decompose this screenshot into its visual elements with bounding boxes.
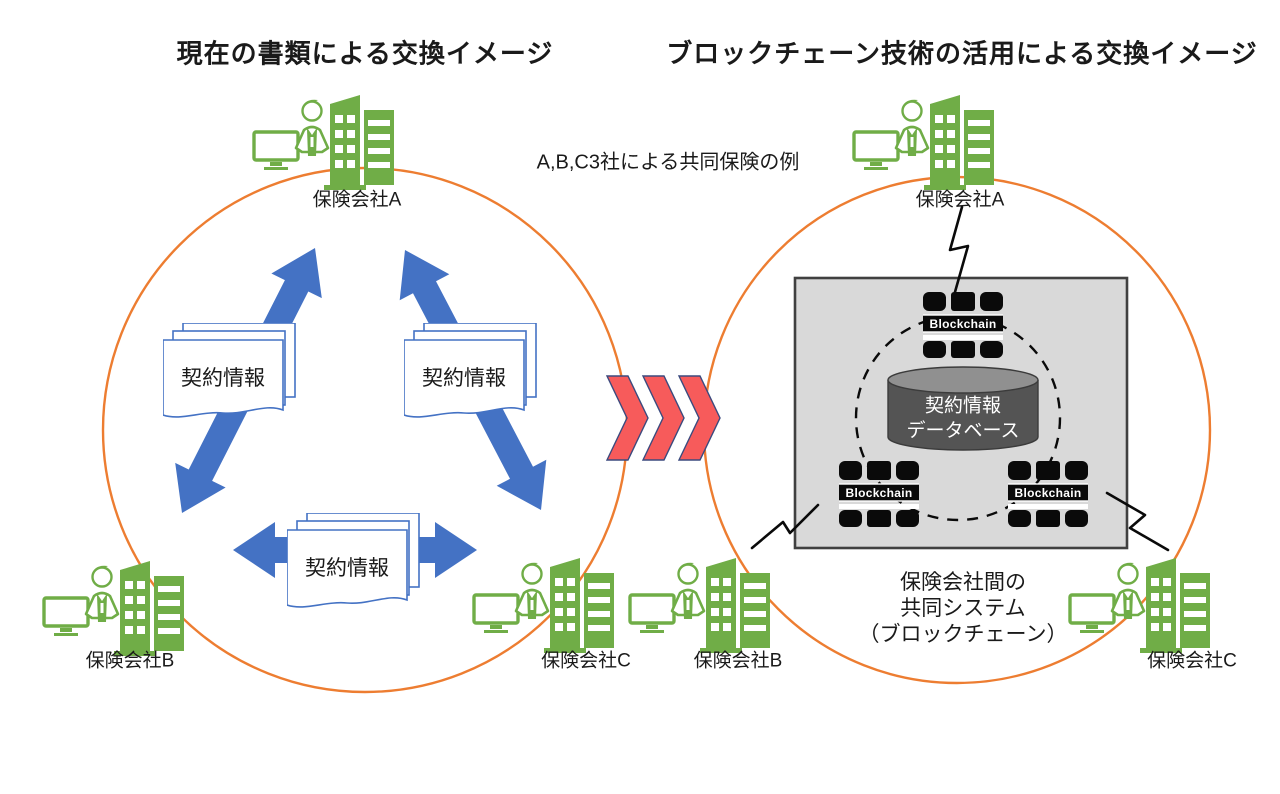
connector-c-to-system: [1105, 491, 1170, 552]
zigzag-connectors: [750, 205, 1170, 552]
right-company-b-label: 保険会社B: [693, 650, 783, 672]
right-diagram-title: ブロックチェーン技術の活用による交換イメージ: [666, 38, 1258, 69]
contract-info-doc-label-bottom: 契約情報: [305, 557, 389, 580]
left-company-b-label: 保険会社B: [85, 650, 175, 672]
contract-info-doc-label-left: 契約情報: [181, 367, 265, 390]
shared-system-caption-line1: 保険会社間の: [899, 571, 1026, 594]
blockchain-chip-top-label: Blockchain: [929, 317, 997, 331]
company-icon-left-b: [44, 561, 184, 656]
blockchain-chip-bottom-left-label: Blockchain: [845, 486, 913, 500]
joint-insurance-annotation: A,B,C3社による共同保険の例: [536, 151, 800, 174]
chevron-2: [641, 375, 685, 461]
left-company-c-label: 保険会社C: [541, 650, 631, 672]
transition-chevrons: [605, 375, 721, 461]
chevron-1: [605, 375, 649, 461]
contract-info-doc-label-right: 契約情報: [422, 367, 506, 390]
connector-b-to-system: [750, 503, 820, 550]
blockchain-network-dashed-circle: [854, 314, 1062, 522]
company-icon-left-c: [474, 558, 614, 653]
database-cylinder-icon: [887, 366, 1039, 451]
company-icon-right-c: [1070, 558, 1210, 653]
right-company-c-label: 保険会社C: [1147, 650, 1237, 672]
database-label-line1: 契約情報: [924, 395, 1002, 417]
company-icon-left-a: [254, 95, 394, 190]
left-diagram-title: 現在の書類による交換イメージ: [176, 38, 554, 69]
left-company-a-label: 保険会社A: [312, 189, 402, 211]
shared-system-caption-line2: 共同システム: [900, 597, 1026, 620]
shared-system-caption-line3: （ブロックチェーン）: [858, 623, 1068, 646]
connector-a-to-system: [948, 205, 970, 294]
blockchain-chip-bottom-right-label: Blockchain: [1014, 486, 1082, 500]
company-icon-right-a: [854, 95, 994, 190]
shared-system-caption: 保険会社間の 共同システム （ブロックチェーン）: [859, 570, 1068, 648]
chevron-3: [677, 375, 721, 461]
right-company-a-label: 保険会社A: [915, 189, 1005, 211]
database-label-line2: データベース: [906, 420, 1020, 442]
